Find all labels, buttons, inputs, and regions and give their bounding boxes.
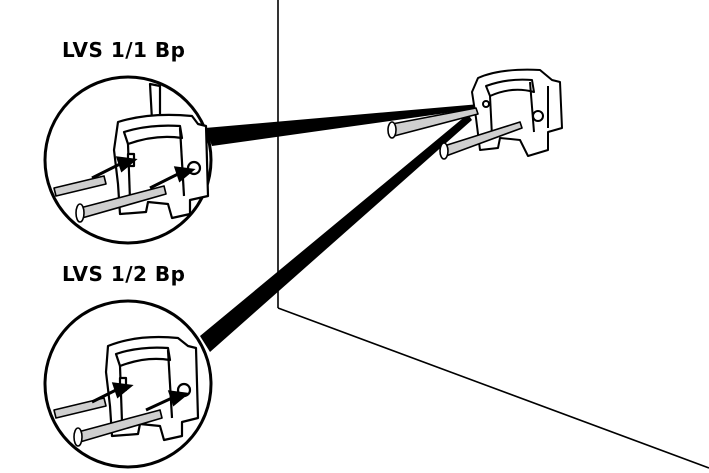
- wall-nails: [387, 107, 523, 160]
- leader-wedge-top: [205, 104, 482, 146]
- leader-wedges: [200, 104, 482, 352]
- floor-line: [277, 307, 709, 469]
- leader-wedge-bottom: [200, 114, 472, 352]
- magnifier-top: [43, 75, 213, 245]
- wall-edges: [277, 0, 709, 469]
- model-label-top: LVS 1/1 Bp: [62, 38, 186, 62]
- wall-mount-clip: [471, 68, 563, 157]
- magnifier-bottom: [43, 299, 213, 469]
- model-label-bottom: LVS 1/2 Bp: [62, 262, 186, 286]
